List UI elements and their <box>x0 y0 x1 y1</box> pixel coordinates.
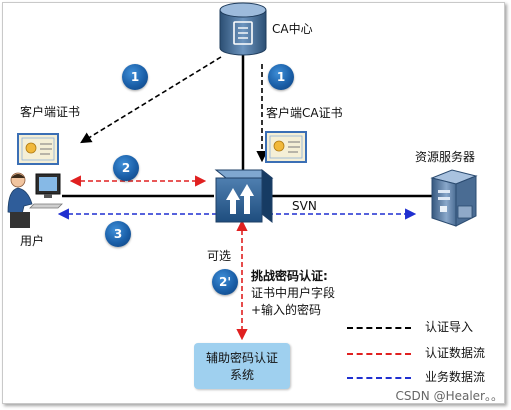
aux-system-label-line1: 辅助密码认证 <box>205 351 278 365</box>
step-badge-1a: 1 <box>122 64 148 90</box>
client-cert-label: 客户端证书 <box>20 105 81 119</box>
legend-line-business-data <box>347 377 411 379</box>
challenge-title: 挑战密码认证: <box>251 269 328 283</box>
user-label: 用户 <box>20 234 45 248</box>
ca-database-icon <box>219 2 267 56</box>
challenge-line2: +输入的密码 <box>251 303 322 317</box>
svn-label: SVN <box>292 199 317 213</box>
step-badge-2: 2 <box>113 155 139 181</box>
legend-label-cert-import: 认证导入 <box>425 320 474 334</box>
resource-server-label: 资源服务器 <box>415 150 476 164</box>
flow-ca-to-client-cert <box>80 56 222 144</box>
ca-center-label: CA中心 <box>272 22 313 36</box>
user-computer-icon <box>7 172 63 228</box>
step-badge-3: 3 <box>105 221 131 247</box>
client-ca-certificate-icon <box>265 131 307 163</box>
legend-line-auth-data <box>347 353 411 355</box>
svn-gateway-icon <box>214 168 274 224</box>
client-ca-cert-label: 客户端CA证书 <box>266 106 343 120</box>
client-certificate-icon <box>17 133 59 165</box>
legend-line-cert-import <box>347 327 411 329</box>
legend-label-business-data: 业务数据流 <box>425 370 486 384</box>
watermark: CSDN @Healer。。 <box>395 389 503 403</box>
optional-label: 可选 <box>207 249 232 263</box>
legend-label-auth-data: 认证数据流 <box>425 346 486 360</box>
challenge-line1: 证书中用户字段 <box>251 286 336 300</box>
aux-system-label-line2: 系统 <box>229 368 254 382</box>
resource-server-icon <box>430 169 478 227</box>
step-badge-2-prime: 2' <box>212 269 238 295</box>
step-badge-1b: 1 <box>268 64 294 90</box>
aux-password-system-box: 辅助密码认证 系统 <box>194 343 290 389</box>
